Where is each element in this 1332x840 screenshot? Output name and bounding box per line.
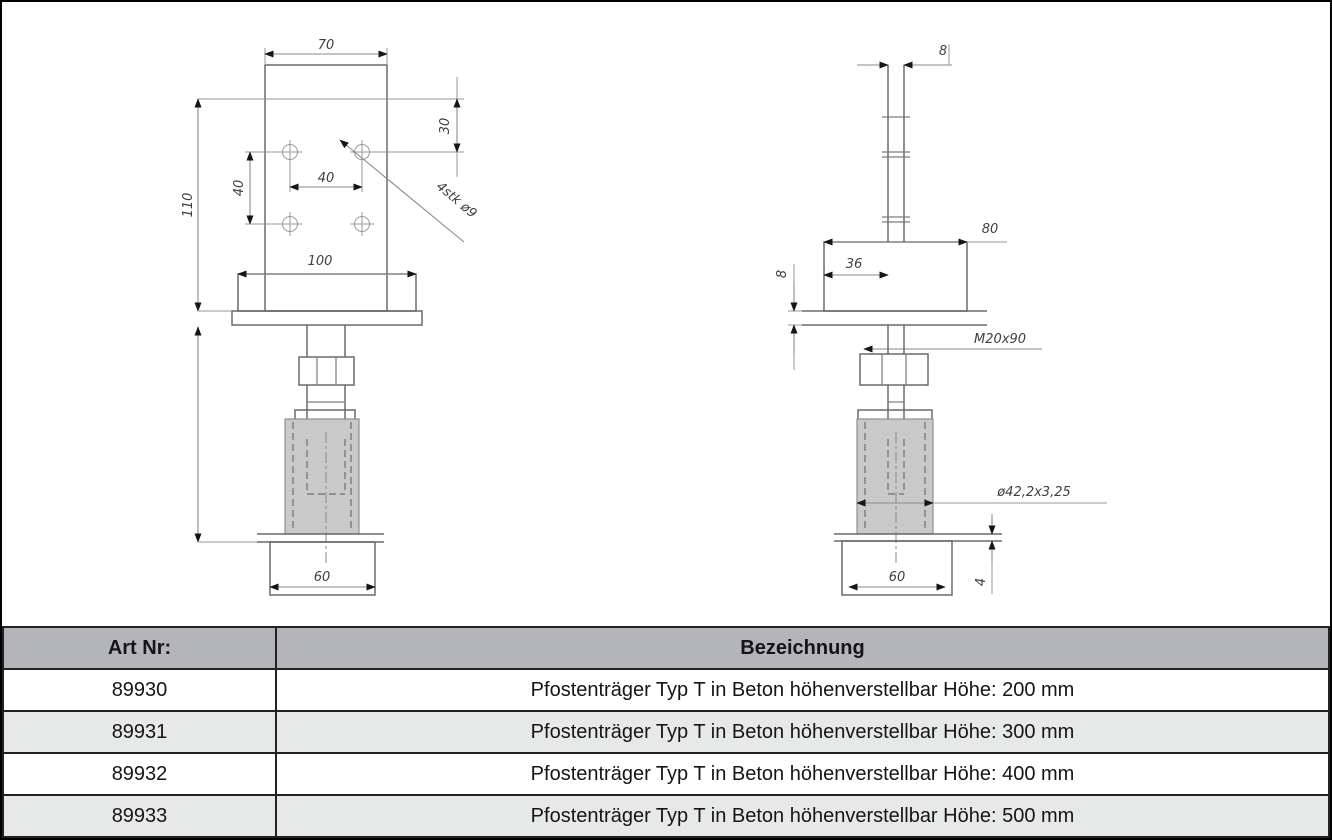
dim-tube-spec: ø42,2x3,25 <box>996 485 1071 500</box>
header-art-nr: Art Nr: <box>2 626 277 670</box>
pfostentraeger-drawing: 70 110 30 4stk ø9 <box>181 38 1107 596</box>
bolt-holes <box>278 140 374 236</box>
art-nr-cell: 89930 <box>2 668 277 712</box>
front-cup <box>257 533 384 596</box>
description-cell: Pfostenträger Typ T in Beton höhenverste… <box>275 794 1330 838</box>
art-nr-cell: 89931 <box>2 710 277 754</box>
dim-hole-spacing-v: 40 <box>232 180 247 197</box>
table-row: 89930 Pfostenträger Typ T in Beton höhen… <box>2 668 1330 712</box>
side-tube <box>856 418 934 564</box>
dim-cup-width-front: 60 <box>314 570 331 585</box>
dim-plate-height: 110 <box>181 193 196 218</box>
side-collar <box>823 241 968 312</box>
dim-collar-width: 100 <box>308 254 333 269</box>
table-row: 89932 Pfostenträger Typ T in Beton höhen… <box>2 752 1330 796</box>
dim-fin-offset: 36 <box>846 257 863 272</box>
dim-fin-thickness: 8 <box>939 44 947 59</box>
front-tube <box>284 418 360 564</box>
dim-thread-spec: M20x90 <box>974 332 1026 347</box>
table-row: 89931 Pfostenträger Typ T in Beton höhen… <box>2 710 1330 754</box>
dim-hole-offset-top: 30 <box>438 118 453 135</box>
dim-plate-width: 70 <box>318 38 335 53</box>
dim-collar-depth: 80 <box>982 222 999 237</box>
front-collar-flange <box>231 310 423 326</box>
art-nr-cell: 89932 <box>2 752 277 796</box>
dim-plate-thickness: 8 <box>775 270 790 278</box>
description-cell: Pfostenträger Typ T in Beton höhenverste… <box>275 710 1330 754</box>
table-header-row: Art Nr: Bezeichnung <box>2 626 1330 670</box>
dim-hole-spacing-h: 40 <box>318 171 335 186</box>
table-row: 89933 Pfostenträger Typ T in Beton höhen… <box>2 794 1330 838</box>
side-cup <box>834 533 1002 596</box>
art-nr-cell: 89933 <box>2 794 277 838</box>
description-cell: Pfostenträger Typ T in Beton höhenverste… <box>275 752 1330 796</box>
articles-table: Art Nr: Bezeichnung 89930 Pfostenträger … <box>2 626 1330 838</box>
technical-drawing: 70 110 30 4stk ø9 <box>2 2 1330 618</box>
side-view: 8 80 36 8 <box>775 44 1107 596</box>
dim-holes-note: 4stk ø9 <box>433 179 479 221</box>
dim-cup-plate-thickness: 4 <box>974 578 989 586</box>
header-bezeichnung: Bezeichnung <box>275 626 1330 670</box>
dim-cup-width-side: 60 <box>889 570 906 585</box>
front-view: 70 110 30 4stk ø9 <box>181 38 479 596</box>
side-fin <box>882 65 910 242</box>
description-cell: Pfostenträger Typ T in Beton höhenverste… <box>275 668 1330 712</box>
